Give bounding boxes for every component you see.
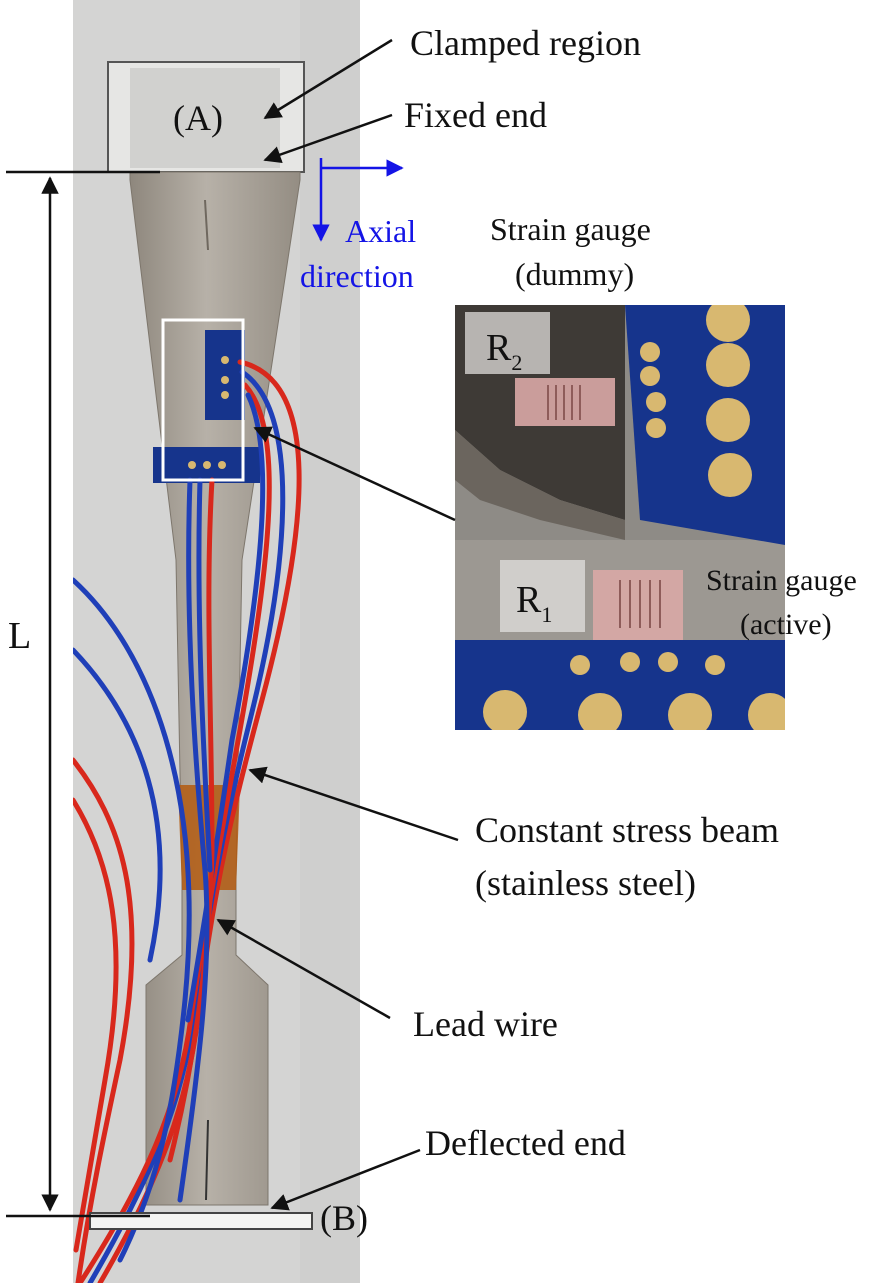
r1-label: R1 xyxy=(516,579,552,627)
lead-wire-label: Lead wire xyxy=(413,1004,558,1044)
inset-photo xyxy=(455,305,785,730)
r1-label-patch xyxy=(500,560,585,632)
inset-pointer-arrow xyxy=(253,426,456,522)
dummy-gauge-label-2: (dummy) xyxy=(515,256,634,292)
gauge-highlight-box xyxy=(161,318,245,482)
lead-wire-arrow xyxy=(216,918,391,1020)
point-b-label: (B) xyxy=(320,1198,368,1238)
fixed-end-arrow xyxy=(263,113,393,163)
beam-arrow xyxy=(248,766,459,842)
active-gauge-label-2: (active) xyxy=(740,608,832,641)
axial-direction-label-1: Axial xyxy=(345,213,416,249)
fixed-end-label: Fixed end xyxy=(404,95,547,135)
annotation-arrows xyxy=(6,38,459,1218)
beam-label-1: Constant stress beam xyxy=(475,810,779,850)
deflected-end-arrow xyxy=(270,1148,421,1211)
axial-direction-arrows xyxy=(312,158,404,242)
r2-label: R2 xyxy=(486,327,522,375)
point-a-label: (A) xyxy=(173,98,223,138)
beam-label-2: (stainless steel) xyxy=(475,863,696,903)
deflected-end-label: Deflected end xyxy=(425,1123,626,1163)
lead-wires xyxy=(73,359,302,1283)
r2-label-patch xyxy=(465,312,550,374)
active-gauge xyxy=(593,570,683,640)
length-label: L xyxy=(8,615,31,657)
clamped-region-arrow xyxy=(263,38,393,120)
dummy-gauge-label-1: Strain gauge xyxy=(490,211,651,247)
active-gauge-label-1: Strain gauge xyxy=(706,564,857,597)
beam-photo xyxy=(73,0,360,1283)
clamped-region-label: Clamped region xyxy=(410,23,641,63)
axial-direction-label-2: direction xyxy=(300,258,414,294)
